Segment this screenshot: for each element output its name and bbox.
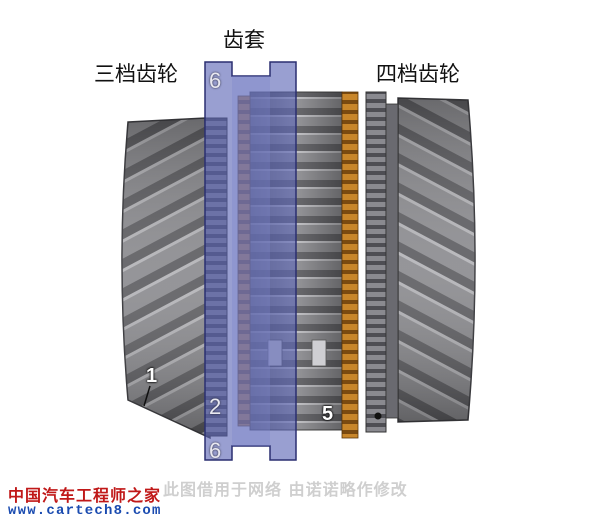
third-gear-body <box>121 117 211 440</box>
synchro-ring-right <box>341 91 359 439</box>
fourth-gear-body <box>397 97 476 423</box>
callout-1: 1 <box>146 365 158 387</box>
watermark-site-name: 中国汽车工程师之家 <box>8 486 162 505</box>
watermark-site-url: www.cartech8.com <box>8 503 162 519</box>
third-gear-label: 三档齿轮 <box>94 62 178 86</box>
callout-6-top: 6 <box>209 68 222 93</box>
fourth-gear-label: 四档齿轮 <box>376 62 460 86</box>
watermark-note: 此图借用于网络 由诺诺略作修改 <box>163 480 408 499</box>
sleeve-label: 齿套 <box>223 28 265 52</box>
callout-5: 5 <box>322 403 334 425</box>
callout-6-bottom: 6 <box>209 438 222 463</box>
callout-2: 2 <box>209 394 222 419</box>
shift-sleeve <box>204 61 297 461</box>
callout-1-leader <box>143 385 151 407</box>
fourth-gear-dog-teeth <box>365 91 399 433</box>
callout-dot <box>374 412 382 420</box>
